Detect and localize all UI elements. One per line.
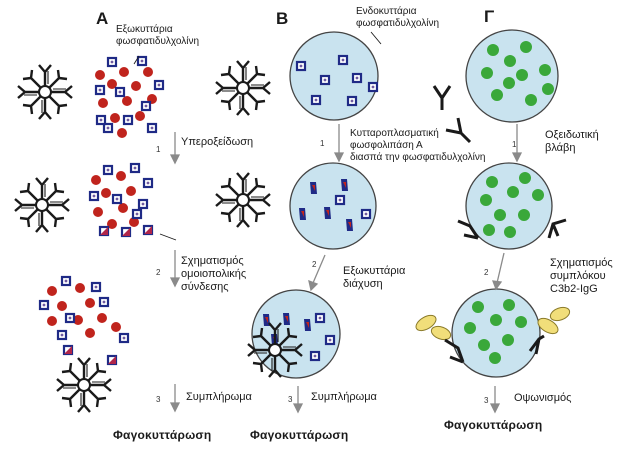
panel-c-step2-label-line3: C3b2-IgG (550, 283, 598, 295)
panel-c-step1-number: 1 (512, 140, 517, 149)
panel-a-step3-label: Συμπλήρωμα (186, 391, 252, 403)
panel-a-step2-label-line2: ομοιοπολικής (181, 268, 247, 280)
panel-a-step3-number: 3 (156, 395, 161, 404)
panel-c-step2-number: 2 (484, 268, 489, 277)
bound-particles (38, 275, 130, 366)
panel-a-step1-number: 1 (156, 145, 161, 154)
erythrocyte-cell (465, 29, 559, 123)
free-antibodies (432, 85, 472, 144)
erythrocyte-cell (251, 289, 341, 379)
panel-a-arrows (169, 132, 181, 413)
panel-c-graphics (415, 29, 571, 378)
panel-b-result: Φαγοκυττάρωση (250, 428, 349, 442)
panel-b-letter: Β (276, 9, 289, 28)
panel-a-step2-number: 2 (156, 268, 161, 277)
panel-a-step2-label-line3: σύνδεσης (181, 281, 229, 293)
panel-b-membrane-label-line2: φωσφατιδυλχολίνη (356, 18, 440, 29)
panel-b-step3-number: 3 (288, 395, 293, 404)
panel-b-membrane-label-line1: Ενδοκυττάρια (356, 6, 417, 17)
panel-a-membrane-label-line1: Εξωκυττάρια (116, 24, 173, 35)
panel-a-membrane-label-line2: φωσφατιδυλχολίνη (116, 36, 200, 47)
panel-b-step1-label-line1: Κυτταροπλασματική (350, 128, 439, 139)
modified-membrane-particles (88, 162, 154, 238)
antibody-cluster (214, 59, 272, 117)
panel-c-step3-number: 3 (484, 396, 489, 405)
panel-b-step1-label-line2: φωσφολιπάση Α (350, 140, 423, 151)
panel-a-result: Φαγοκυττάρωση (113, 428, 212, 442)
panel-b-step1-number: 1 (320, 139, 325, 148)
panel-c-arrows (489, 124, 523, 414)
panel-c-step1-label-line2: βλάβη (545, 142, 576, 154)
panel-c-letter: Γ (484, 7, 495, 26)
panel-c-step1-label-line1: Οξειδωτική (545, 129, 599, 141)
erythrocyte-cell (289, 162, 377, 250)
antibody-cluster-bound (55, 356, 113, 414)
panel-a-graphics (13, 55, 177, 414)
panel-c-step3-label: Οψωνισμός (514, 392, 572, 404)
panel-c-step2-label-line1: Σχηματισμός (550, 257, 613, 269)
erythrocyte-cell (289, 31, 379, 121)
antibody-cluster (16, 63, 74, 121)
panel-b-step2-label-line1: Εξωκυττάρια (343, 265, 406, 277)
panel-b-arrows (292, 124, 345, 414)
panel-b-step2-number: 2 (312, 260, 317, 269)
oxidized-membrane-particles (94, 55, 165, 138)
antibody-cluster (13, 176, 71, 234)
panel-c-result: Φαγοκυττάρωση (444, 418, 543, 432)
panel-b-step2-label-line2: διάχυση (343, 278, 383, 290)
panel-a-step1-label: Υπεροξείδωση (181, 136, 254, 148)
panel-a-letter: Α (96, 9, 109, 28)
panel-a-step2-label-line1: Σχηματισμός (181, 255, 244, 267)
panel-b-graphics (214, 31, 382, 379)
panel-b-step1-label-line3: διασπά την φωσφατιδυλχολίνη (350, 152, 486, 163)
panel-c-step2-label-line2: συμπλόκου (550, 270, 606, 282)
panel-b-step3-label: Συμπλήρωμα (311, 391, 377, 403)
antibody-cluster (214, 171, 272, 229)
